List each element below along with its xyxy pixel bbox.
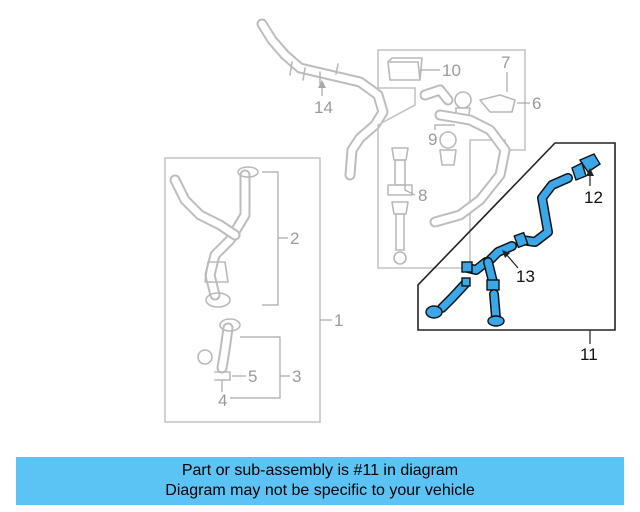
callout-14[interactable]: 14 bbox=[314, 98, 333, 117]
callout-10[interactable]: 10 bbox=[442, 61, 461, 80]
leader-14 bbox=[318, 80, 326, 96]
part-10-box bbox=[387, 57, 423, 81]
part-8-valve bbox=[387, 147, 413, 265]
banner-line-2: Diagram may not be specific to your vehi… bbox=[165, 482, 475, 499]
part-11-hose-assembly bbox=[425, 153, 601, 327]
callout-2[interactable]: 2 bbox=[290, 229, 299, 248]
part-1-frame bbox=[164, 157, 321, 423]
parts-diagram: 14 10 7 6 9 8 1 bbox=[164, 18, 616, 423]
callout-11[interactable]: 11 bbox=[580, 345, 598, 364]
callout-5[interactable]: 5 bbox=[248, 367, 257, 386]
banner-line-1: Part or sub-assembly is #11 in diagram bbox=[181, 462, 459, 479]
callout-6[interactable]: 6 bbox=[532, 94, 541, 113]
part-6-assembly bbox=[419, 84, 516, 228]
callout-7[interactable]: 7 bbox=[501, 53, 510, 72]
callout-1[interactable]: 1 bbox=[334, 311, 343, 330]
part-12-connector bbox=[578, 153, 601, 173]
callout-12[interactable]: 12 bbox=[584, 188, 603, 207]
callout-3[interactable]: 3 bbox=[292, 367, 301, 386]
callout-4[interactable]: 4 bbox=[218, 391, 227, 410]
callout-9[interactable]: 9 bbox=[428, 130, 437, 149]
part-11-frame bbox=[417, 142, 616, 331]
part-2-filler-neck bbox=[169, 166, 259, 308]
callout-13[interactable]: 13 bbox=[516, 267, 535, 286]
callout-8[interactable]: 8 bbox=[418, 186, 427, 205]
part-3-connector bbox=[197, 318, 241, 381]
part-14-tube bbox=[256, 18, 389, 181]
info-banner: Part or sub-assembly is #11 in diagram D… bbox=[16, 457, 624, 505]
